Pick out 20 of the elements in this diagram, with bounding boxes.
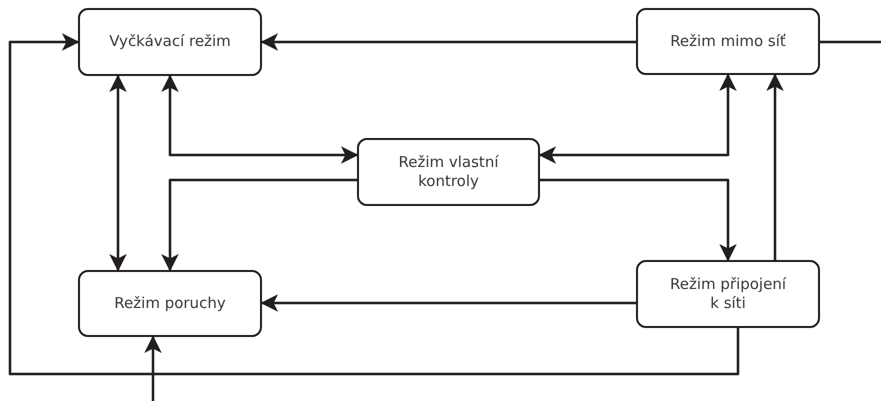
arrow — [161, 178, 357, 272]
state-box — [78, 8, 262, 76]
state-label: Režim poruchy — [114, 294, 226, 314]
state-box — [636, 8, 820, 75]
state-label: Režim mimo síť — [670, 32, 786, 52]
state-box — [636, 260, 820, 328]
arrow — [540, 178, 737, 262]
arrow — [161, 74, 358, 164]
arrow — [8, 33, 740, 376]
arrow — [766, 74, 784, 260]
state-box — [357, 138, 540, 206]
state-label: Vyčkávací režim — [109, 32, 231, 52]
state-label: Režim připojení k síti — [668, 274, 788, 314]
state-label: Režim vlastní kontroly — [397, 152, 500, 192]
state-box — [78, 270, 262, 337]
arrow — [538, 74, 737, 164]
arrow — [144, 336, 162, 401]
arrow — [260, 294, 636, 312]
arrow — [109, 74, 127, 272]
arrow — [260, 33, 636, 51]
